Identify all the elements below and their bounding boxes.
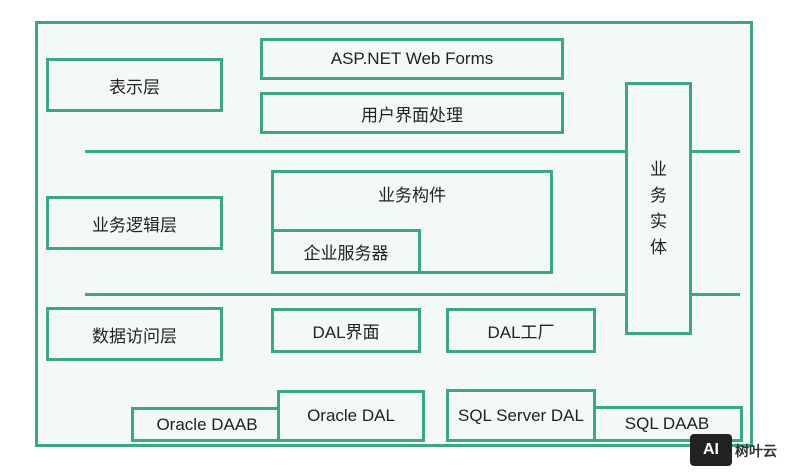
oracle-dal-box: Oracle DAL [277, 390, 425, 442]
sql-server-dal-box: SQL Server DAL [446, 389, 596, 442]
dal-interface-box: DAL界面 [271, 308, 421, 353]
oracle-dal-label: Oracle DAL [307, 406, 395, 425]
ui-processing-box: 用户界面处理 [260, 92, 564, 134]
layer-presentation-label: 表示层 [109, 77, 160, 97]
watermark-text: 树叶云 [735, 443, 777, 459]
separator-presentation-business [85, 150, 740, 153]
separator-business-data [85, 293, 740, 296]
watermark-logo-text: AI [703, 441, 719, 458]
business-entity-char-1: 业 [650, 159, 667, 179]
enterprise-services-box: 企业服务器 [271, 229, 421, 274]
business-entity-box: 业 务 实 体 [625, 82, 692, 335]
business-entity-char-2: 务 [650, 185, 667, 205]
watermark-logo: AI [690, 434, 732, 466]
web-forms-box: ASP.NET Web Forms [260, 38, 564, 80]
sql-server-dal-label: SQL Server DAL [458, 405, 584, 425]
web-forms-label: ASP.NET Web Forms [330, 49, 494, 68]
business-entity-char-3: 实 [650, 211, 667, 231]
dal-factory-box: DAL工厂 [446, 308, 596, 353]
ui-processing-label: 用户界面处理 [361, 105, 463, 125]
layer-data-access: 数据访问层 [46, 307, 223, 361]
business-components-label: 业务构件 [378, 186, 446, 205]
layer-business-logic-label: 业务逻辑层 [92, 215, 177, 235]
oracle-daab-box: Oracle DAAB [131, 407, 283, 442]
dal-interface-label: DAL界面 [312, 323, 380, 342]
layer-presentation: 表示层 [46, 58, 223, 112]
sql-daab-label: SQL DAAB [624, 414, 710, 433]
layer-business-logic: 业务逻辑层 [46, 196, 223, 250]
layer-data-access-label: 数据访问层 [92, 326, 177, 346]
dal-factory-label: DAL工厂 [487, 323, 555, 342]
business-entity-char-4: 体 [650, 237, 667, 257]
enterprise-services-label: 企业服务器 [303, 244, 389, 263]
oracle-daab-label: Oracle DAAB [156, 414, 258, 434]
